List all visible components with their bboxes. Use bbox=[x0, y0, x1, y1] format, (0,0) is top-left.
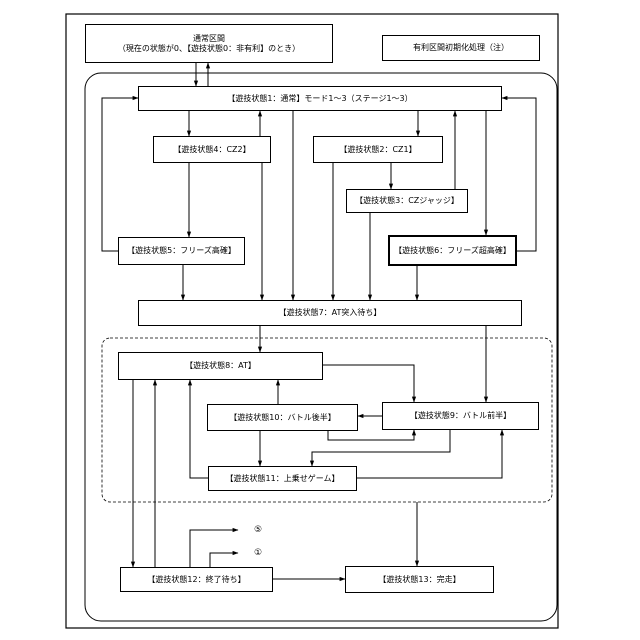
edge-s6-to-s1 bbox=[502, 98, 536, 251]
state-7-label: 【遊技状態7：AT突入待ち】 bbox=[279, 308, 382, 317]
edge-s11-to-s9 bbox=[357, 430, 502, 478]
marker-1: ① bbox=[254, 548, 262, 558]
state-1-label: 【遊技状態1：通常】モード1〜3（ステージ1〜3） bbox=[227, 94, 412, 103]
state-8-box: 【遊技状態8：AT】 bbox=[118, 352, 323, 380]
state-4-box: 【遊技状態4：CZ2】 bbox=[153, 136, 271, 163]
state-8-label: 【遊技状態8：AT】 bbox=[185, 361, 256, 370]
state-3-box: 【遊技状態3：CZジャッジ】 bbox=[346, 189, 468, 213]
state-3-label: 【遊技状態3：CZジャッジ】 bbox=[355, 196, 459, 205]
state-10-box: 【遊技状態10：バトル後半】 bbox=[207, 404, 358, 431]
state-7-box: 【遊技状態7：AT突入待ち】 bbox=[138, 300, 522, 326]
state-12-box: 【遊技状態12：終了待ち】 bbox=[120, 567, 273, 592]
edge-s12-to-marker-1 bbox=[210, 553, 238, 567]
state-4-label: 【遊技状態4：CZ2】 bbox=[173, 145, 250, 154]
normal-section-box: 通常区間 （現在の状態が0、【遊技状態0：非有利】のとき） bbox=[85, 24, 333, 63]
state-11-box: 【遊技状態11：上乗せゲーム】 bbox=[208, 466, 357, 491]
state-9-box: 【遊技状態9：バトル前半】 bbox=[382, 402, 539, 430]
reset-note-label: 有利区間初期化処理（注） bbox=[413, 43, 509, 52]
state-9-label: 【遊技状態9：バトル前半】 bbox=[410, 411, 511, 420]
edge-s10-to-s9 bbox=[328, 430, 414, 440]
state-2-box: 【遊技状態2：CZ1】 bbox=[313, 136, 443, 163]
edge-s11-to-s8 bbox=[190, 380, 208, 478]
state-5-label: 【遊技状態5：フリーズ高確】 bbox=[127, 246, 236, 255]
reset-note-box: 有利区間初期化処理（注） bbox=[382, 35, 540, 61]
edge-s9-to-s11 bbox=[312, 430, 450, 466]
state-13-box: 【遊技状態13：完走】 bbox=[345, 566, 494, 593]
state-11-label: 【遊技状態11：上乗せゲーム】 bbox=[226, 474, 340, 483]
normal-section-subtitle: （現在の状態が0、【遊技状態0：非有利】のとき） bbox=[118, 44, 300, 53]
state-6-label: 【遊技状態6：フリーズ超高確】 bbox=[394, 246, 511, 255]
normal-section-title: 通常区間 bbox=[193, 34, 225, 43]
state-5-box: 【遊技状態5：フリーズ高確】 bbox=[118, 237, 245, 265]
state-1-box: 【遊技状態1：通常】モード1〜3（ステージ1〜3） bbox=[138, 86, 502, 111]
state-12-label: 【遊技状態12：終了待ち】 bbox=[147, 575, 245, 584]
state-6-box: 【遊技状態6：フリーズ超高確】 bbox=[388, 235, 517, 266]
edge-s5-to-s1 bbox=[102, 98, 138, 251]
state-2-label: 【遊技状態2：CZ1】 bbox=[339, 145, 416, 154]
marker-5: ⑤ bbox=[254, 525, 262, 535]
state-13-label: 【遊技状態13：完走】 bbox=[378, 575, 460, 584]
edge-s12-to-marker-5 bbox=[190, 530, 238, 567]
state-10-label: 【遊技状態10：バトル後半】 bbox=[229, 413, 335, 422]
edge-s8-to-s9 bbox=[323, 365, 414, 402]
